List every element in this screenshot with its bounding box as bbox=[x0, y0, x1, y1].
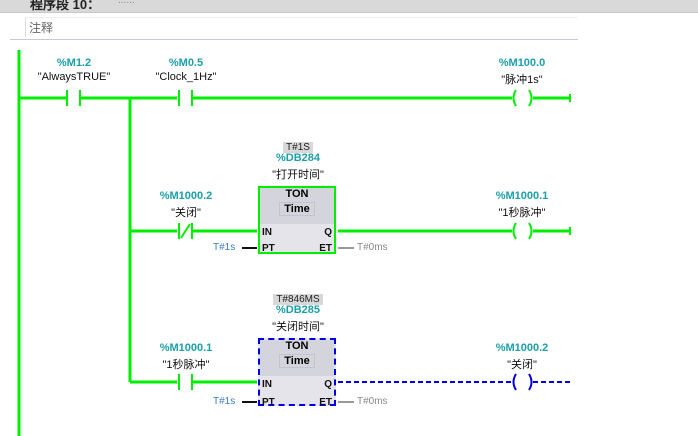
network-title-dots[interactable]: ...... bbox=[118, 0, 135, 6]
et-value[interactable]: T#0ms bbox=[357, 396, 388, 407]
contact-operand[interactable]: %M1.2 bbox=[56, 57, 92, 69]
timer-name[interactable]: "打开时间" bbox=[272, 169, 324, 181]
pin-pt: PT bbox=[262, 243, 275, 254]
pin-in: IN bbox=[262, 379, 272, 390]
coil-symbol[interactable]: "脉冲1s" bbox=[501, 74, 543, 86]
timer-preset-display: T#1S bbox=[283, 142, 313, 153]
coil-3 bbox=[512, 373, 533, 391]
coil-2 bbox=[512, 222, 533, 240]
network-header[interactable]: 程序段 10： ...... bbox=[0, 0, 698, 13]
ton-timer-box[interactable]: TON Time IN Q PT ET bbox=[258, 186, 336, 254]
timer-db[interactable]: %DB285 bbox=[275, 304, 321, 316]
pin-et: ET bbox=[319, 397, 332, 408]
pt-value[interactable]: T#1s bbox=[213, 242, 236, 253]
contact-symbol[interactable]: "Clock_1Hz" bbox=[155, 71, 217, 83]
timer-type: TON bbox=[285, 340, 309, 352]
ton-timer-box-selected[interactable]: TON Time IN Q PT ET bbox=[258, 338, 336, 408]
contact-operand[interactable]: %M1000.2 bbox=[159, 190, 213, 202]
pin-q: Q bbox=[324, 227, 332, 238]
timer-subtype[interactable]: Time bbox=[279, 354, 315, 368]
divider bbox=[10, 39, 578, 40]
pt-value[interactable]: T#1s bbox=[213, 396, 236, 407]
coil-symbol[interactable]: "关闭" bbox=[507, 359, 537, 371]
coil-operand[interactable]: %M100.0 bbox=[498, 57, 546, 69]
timer-name[interactable]: "关闭时间" bbox=[272, 321, 324, 333]
pin-in: IN bbox=[262, 227, 272, 238]
pin-et: ET bbox=[319, 243, 332, 254]
contact-operand[interactable]: %M1000.1 bbox=[159, 342, 213, 354]
timer-db[interactable]: %DB284 bbox=[275, 152, 321, 164]
timer-type: TON bbox=[285, 188, 309, 200]
network-title: 程序段 10： bbox=[30, 0, 101, 12]
contact-symbol[interactable]: "关闭" bbox=[171, 207, 201, 219]
timer-subtype[interactable]: Time bbox=[279, 202, 315, 216]
pin-pt: PT bbox=[262, 397, 275, 408]
network-comment[interactable]: 注释 bbox=[25, 17, 577, 37]
contact-symbol[interactable]: "1秒脉冲" bbox=[162, 359, 210, 371]
contact-operand[interactable]: %M0.5 bbox=[168, 57, 204, 69]
pin-q: Q bbox=[324, 379, 332, 390]
contact-symbol[interactable]: "AlwaysTRUE" bbox=[37, 71, 111, 83]
coil-operand[interactable]: %M1000.2 bbox=[495, 342, 549, 354]
coil-operand[interactable]: %M1000.1 bbox=[495, 190, 549, 202]
et-value[interactable]: T#0ms bbox=[357, 242, 388, 253]
timer-preset-display: T#846MS bbox=[273, 294, 323, 305]
coil-1 bbox=[512, 89, 533, 107]
coil-symbol[interactable]: "1秒脉冲" bbox=[498, 207, 546, 219]
